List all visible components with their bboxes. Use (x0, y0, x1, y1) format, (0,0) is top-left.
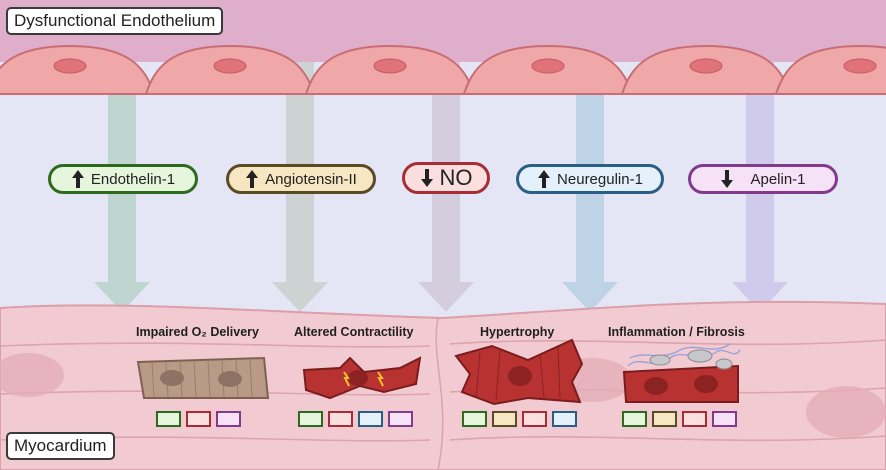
effect-label-fibrosis: Inflammation / Fibrosis (608, 325, 745, 339)
mediator-pill-neuregulin: Neuregulin-1 (516, 164, 664, 194)
mediator-color-box (712, 411, 737, 427)
endothelial-cell (0, 44, 156, 95)
endothelial-cell (774, 44, 886, 95)
cell-nucleus (531, 58, 565, 74)
endothelium-title: Dysfunctional Endothelium (6, 7, 224, 35)
mediator-color-box (462, 411, 487, 427)
myocardium-title: Myocardium (6, 432, 115, 460)
endothelial-cells (0, 44, 886, 95)
mediator-color-box (622, 411, 647, 427)
arrow-up-icon (246, 170, 259, 188)
effect-label-impaired-o2: Impaired O₂ Delivery (136, 325, 259, 339)
mediator-color-box (186, 411, 211, 427)
mediator-color-box (652, 411, 677, 427)
mediator-color-box (328, 411, 353, 427)
mediator-label: Endothelin-1 (90, 170, 176, 188)
mediator-color-box (388, 411, 413, 427)
arrow-down-icon (721, 170, 734, 188)
cell-nucleus (689, 58, 723, 74)
cell-nucleus (213, 58, 247, 74)
mediator-label: Angiotensin-II (265, 170, 357, 188)
cell-nucleus (843, 58, 877, 74)
mediator-label: NO (439, 165, 473, 190)
mediator-color-box (298, 411, 323, 427)
myocyte-hypertrophy (454, 338, 584, 406)
mediator-color-box (216, 411, 241, 427)
mediator-pill-apelin: Apelin-1 (688, 164, 838, 194)
arrow-up-icon (538, 170, 551, 188)
mediator-pill-angiotensin: Angiotensin-II (226, 164, 376, 194)
mediator-color-box (156, 411, 181, 427)
mediator-color-box (358, 411, 383, 427)
mediator-color-box (522, 411, 547, 427)
cell-nucleus (53, 58, 87, 74)
mediator-color-box (682, 411, 707, 427)
endothelial-cell (304, 44, 476, 95)
arrow-down-icon (420, 169, 433, 187)
myocyte-fibrosis (622, 343, 741, 403)
endothelial-cell (144, 44, 316, 95)
arrow-up-icon (71, 170, 84, 188)
endothelial-cell (462, 44, 634, 95)
myocyte-contractility (302, 356, 422, 400)
mediator-pill-no: NO (402, 162, 490, 194)
mediator-color-box (552, 411, 577, 427)
myocyte-impaired-o2 (136, 356, 270, 399)
effect-label-hypertrophy: Hypertrophy (480, 325, 555, 339)
mediator-label: Neuregulin-1 (557, 170, 643, 188)
cell-nucleus (373, 58, 407, 74)
mediator-label: Apelin-1 (750, 170, 806, 188)
myocardium-tissue (0, 300, 886, 470)
mediator-color-box (492, 411, 517, 427)
effect-label-contractility: Altered Contractility (294, 325, 414, 339)
mediator-pill-endothelin: Endothelin-1 (48, 164, 198, 194)
